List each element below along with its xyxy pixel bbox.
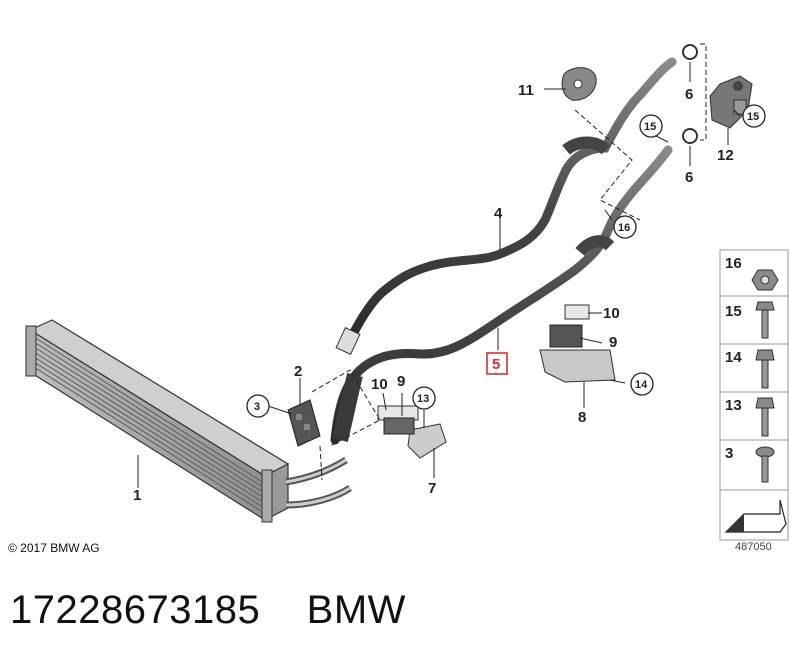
hose-5 xyxy=(330,145,673,445)
arrow-icon xyxy=(724,499,787,533)
callout-1: 1 xyxy=(133,487,141,504)
callout-15-left: 15 xyxy=(644,121,656,133)
callout-14: 14 xyxy=(635,379,648,391)
callout-labels: 1 2 4 5 11 6 6 12 7 8 10 9 10 9 xyxy=(133,82,734,504)
clamp-9-10-right xyxy=(549,304,590,348)
highlight-box-5 xyxy=(486,352,508,375)
o-rings xyxy=(682,44,698,144)
callout-6-bottom: 6 xyxy=(685,169,693,186)
callout-13: 13 xyxy=(417,393,429,405)
callout-15-right: 15 xyxy=(747,111,759,123)
callout-7: 7 xyxy=(428,480,436,497)
legend-label-3: 3 xyxy=(725,445,733,462)
oil-cooler-radiator xyxy=(25,319,352,523)
connector-block-12 xyxy=(709,75,753,129)
callout-9-left: 9 xyxy=(397,373,405,390)
callout-6-top: 6 xyxy=(685,86,693,103)
dashed-assembly-lines xyxy=(311,43,707,481)
callout-10-right: 10 xyxy=(603,305,620,322)
callout-11: 11 xyxy=(518,82,534,99)
legend-label-16: 16 xyxy=(725,255,742,272)
bolt-15-icon xyxy=(755,301,775,339)
callout-9-right: 9 xyxy=(609,334,617,351)
legend-label-13: 13 xyxy=(725,397,742,414)
nut-icon xyxy=(751,269,779,291)
fitting-11 xyxy=(561,67,597,101)
diagram-number: 487050 xyxy=(735,541,772,553)
mounting-plate-2 xyxy=(287,399,321,447)
fastener-legend: 16 15 14 13 3 xyxy=(719,249,789,541)
bolt-3-icon xyxy=(755,446,775,483)
callout-5: 5 xyxy=(492,356,500,373)
callout-8: 8 xyxy=(578,409,586,426)
callout-16: 16 xyxy=(618,222,630,234)
legend-label-14: 14 xyxy=(725,349,742,366)
callout-2: 2 xyxy=(294,363,302,380)
copyright: © 2017 BMW AG xyxy=(8,541,100,555)
callout-12: 12 xyxy=(717,147,734,164)
callout-4: 4 xyxy=(494,205,503,222)
clamp-9-10-left xyxy=(377,405,419,435)
bracket-8 xyxy=(539,349,616,383)
leader-lines xyxy=(137,62,741,488)
bolt-14-icon xyxy=(755,349,775,389)
callout-3: 3 xyxy=(254,401,260,413)
bolt-13-icon xyxy=(755,397,775,437)
callout-10-left: 10 xyxy=(371,376,388,393)
hose-4 xyxy=(335,57,677,356)
bracket-7 xyxy=(407,423,447,459)
part-caption: 17228673185 BMW xyxy=(10,588,406,632)
circled-callouts: 3 13 14 15 15 16 xyxy=(246,104,766,418)
legend-label-15: 15 xyxy=(725,303,742,320)
